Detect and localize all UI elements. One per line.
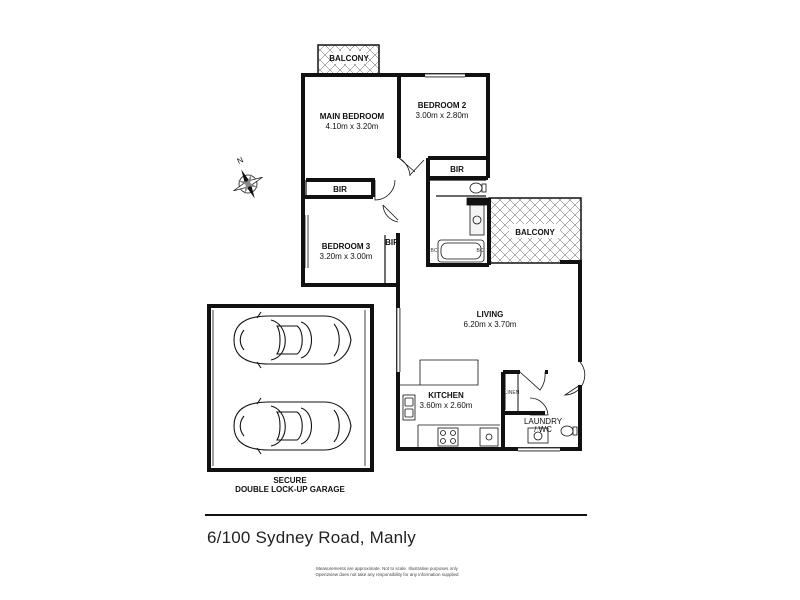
kitchen-name: KITCHEN — [428, 391, 464, 400]
disclaimer: Measurements are approximate. Not to sca… — [252, 566, 522, 578]
car-icon — [233, 397, 352, 455]
bedroom3-size: 3.20m x 3.00m — [320, 252, 373, 261]
bir-bed2-label: BIR — [450, 165, 464, 174]
living-size: 6.20m x 3.70m — [464, 320, 517, 329]
kitchen-size: 3.60m x 2.60m — [420, 401, 473, 410]
disclaimer-line2: Open2view does not take any responsibili… — [315, 572, 459, 577]
bc-left-label: BC — [431, 248, 438, 254]
bc-right-label: BC — [477, 248, 484, 254]
property-address: 6/100 Sydney Road, Manly — [207, 528, 416, 547]
bir-bed3-label: BIR — [385, 238, 399, 247]
bedroom2-size: 3.00m x 2.80m — [416, 111, 469, 120]
bedroom2-name: BEDROOM 2 — [418, 101, 467, 110]
divider-line — [205, 514, 587, 516]
compass-icon — [233, 169, 263, 199]
garage-outline — [207, 304, 374, 472]
north-label: N — [236, 155, 245, 166]
disclaimer-line1: Measurements are approximate. Not to sca… — [316, 566, 458, 571]
living-name: LIVING — [477, 310, 504, 319]
balcony-top-label: BALCONY — [329, 54, 369, 63]
main-bedroom-name: MAIN BEDROOM — [320, 112, 385, 121]
laundry-name: LAUNDRY — [524, 417, 563, 426]
linen-label: LINEN — [505, 390, 520, 396]
balcony-right-label: BALCONY — [515, 228, 555, 237]
bedroom3-name: BEDROOM 3 — [322, 242, 371, 251]
bir-main-label: BIR — [333, 185, 347, 194]
balcony-right-area — [488, 197, 582, 264]
car-icon — [233, 311, 352, 369]
garage-label-line2: DOUBLE LOCK-UP GARAGE — [235, 485, 345, 494]
garage-label-line1: SECURE — [273, 476, 307, 485]
main-bedroom-size: 4.10m x 3.20m — [326, 122, 379, 131]
walls — [301, 73, 582, 451]
laundry-name2: / WC — [534, 425, 552, 434]
